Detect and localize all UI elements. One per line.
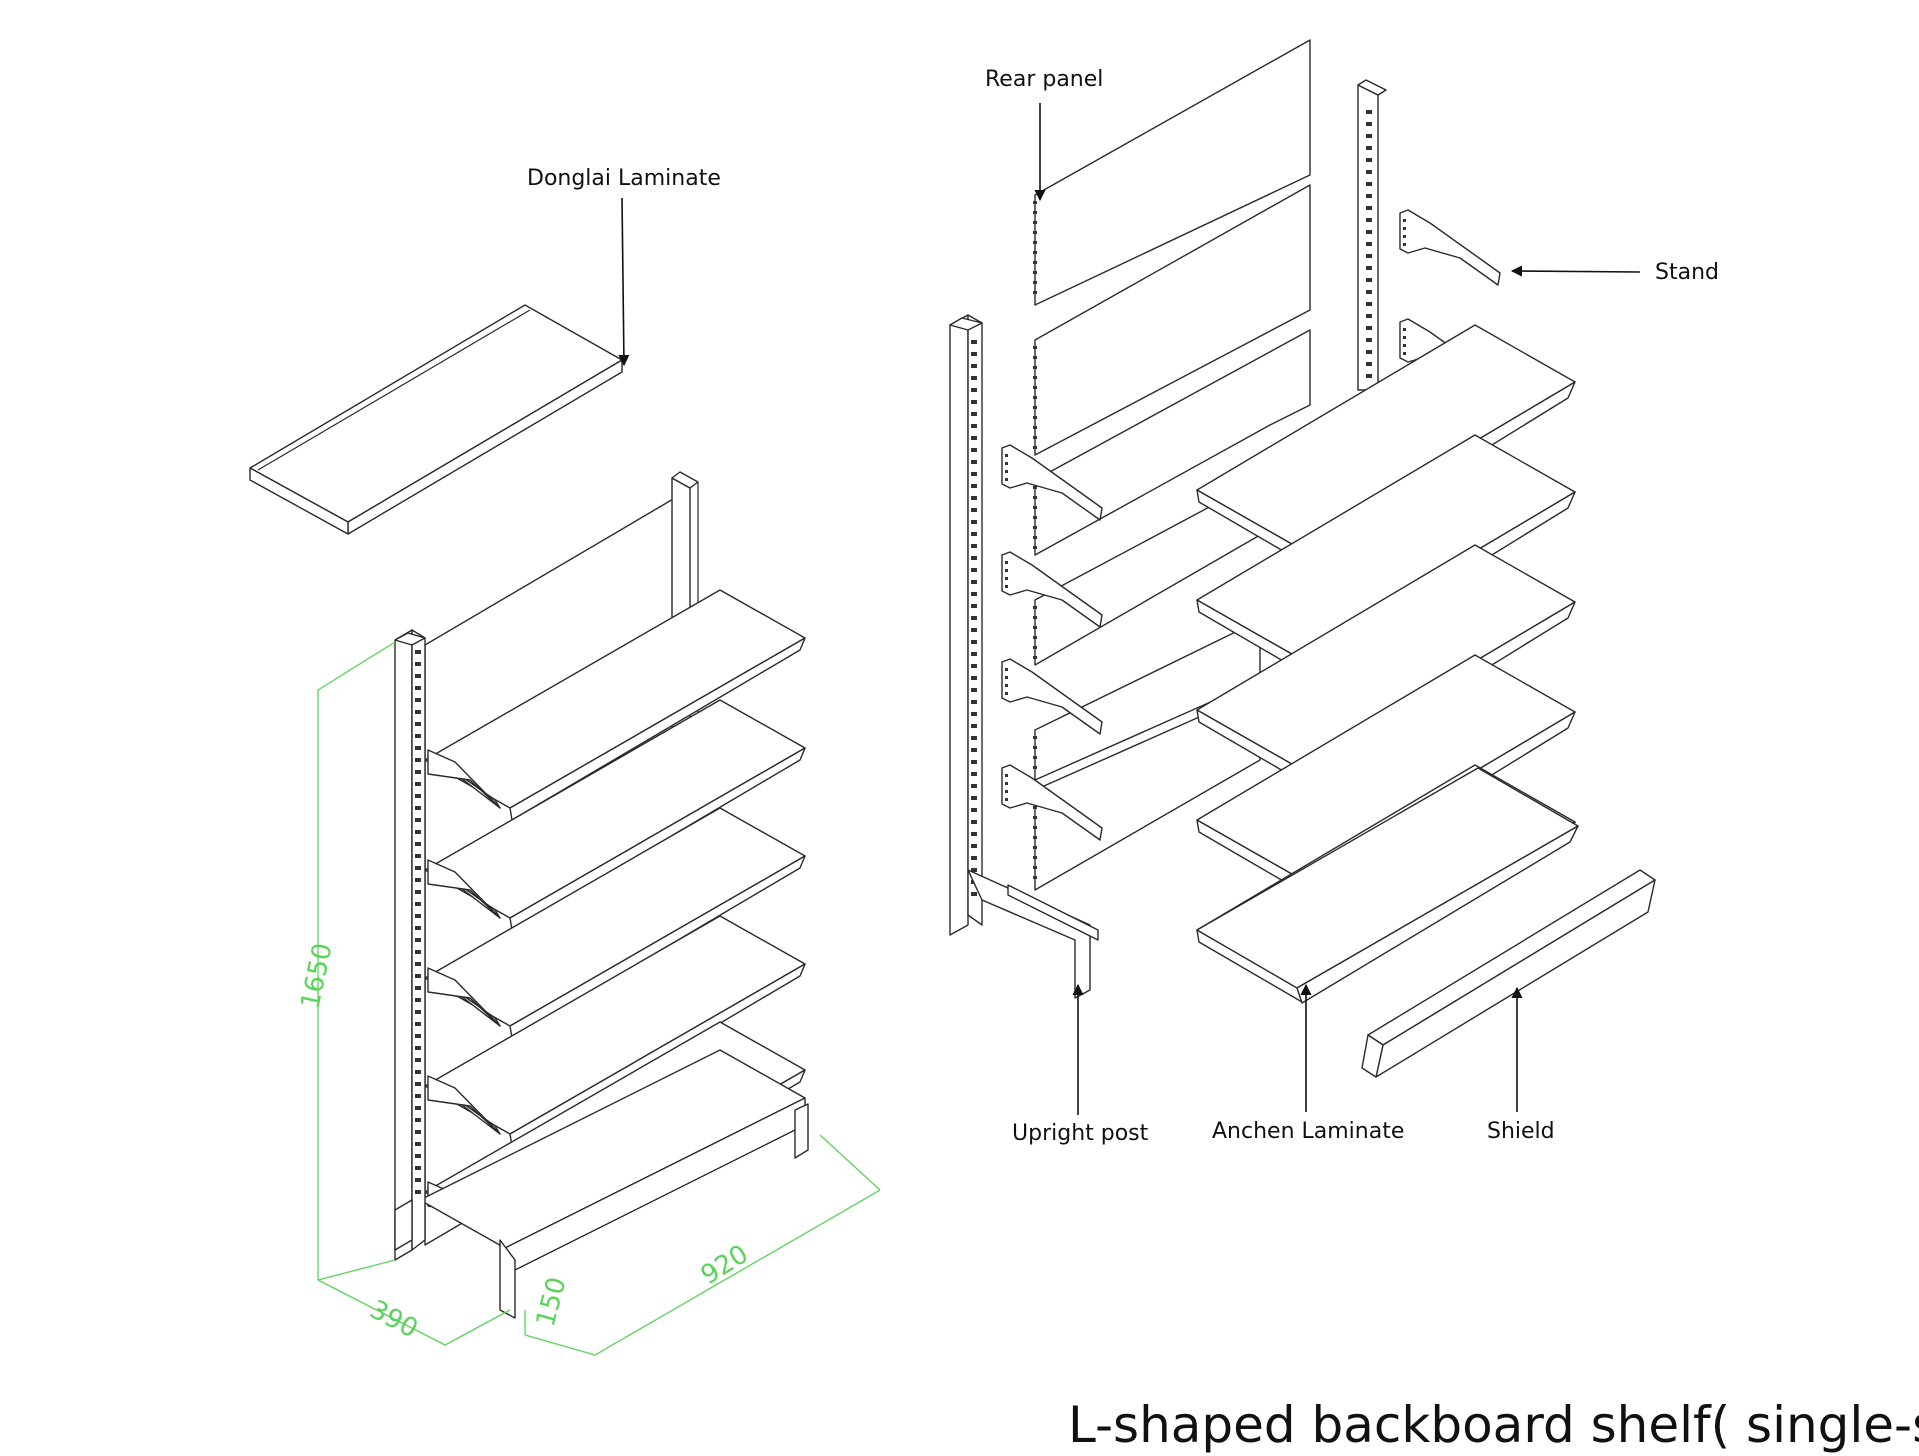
exploded-upright-post	[949, 314, 969, 936]
exploded-view	[949, 39, 1656, 1078]
assembled-shelf	[394, 471, 809, 1319]
assembled-bracket	[427, 749, 501, 809]
assembled-bracket	[427, 967, 501, 1027]
shield-part	[1361, 869, 1656, 1078]
stand-bracket	[1001, 444, 1103, 521]
assembled-bracket	[427, 1075, 501, 1135]
stand-bracket	[1001, 551, 1103, 628]
stand-bracket	[1001, 764, 1103, 841]
dimension-base: 150	[531, 1274, 573, 1330]
assembled-upright-post	[394, 629, 413, 1261]
dimension-lines	[317, 641, 881, 1356]
label-donglai-laminate: Donglai Laminate	[527, 166, 721, 191]
diagram-title: L-shaped backboard shelf( single-sided)	[1068, 1396, 1919, 1454]
dimension-depth: 390	[365, 1295, 423, 1345]
dimension-height: 1650	[296, 940, 339, 1011]
label-stand: Stand	[1655, 260, 1719, 285]
label-shield: Shield	[1487, 1119, 1555, 1144]
assembled-post-slots	[415, 650, 421, 1194]
stand-bracket	[1001, 658, 1103, 735]
exploded-rear-upright	[1357, 84, 1379, 391]
rear-panel	[1034, 39, 1311, 306]
label-upright-post: Upright post	[1012, 1121, 1149, 1146]
assembled-bracket	[427, 859, 501, 919]
assembled-base-foot	[499, 1239, 516, 1319]
dimension-width: 920	[696, 1239, 754, 1291]
label-rear-panel: Rear panel	[985, 67, 1103, 92]
label-anchen-laminate: Anchen Laminate	[1212, 1119, 1404, 1144]
stand-bracket	[1399, 209, 1501, 286]
donglai-laminate-part	[249, 304, 623, 535]
exploded-upright-base	[967, 869, 1091, 999]
anchen-laminates	[1196, 324, 1579, 1004]
rear-panel	[1034, 329, 1311, 556]
